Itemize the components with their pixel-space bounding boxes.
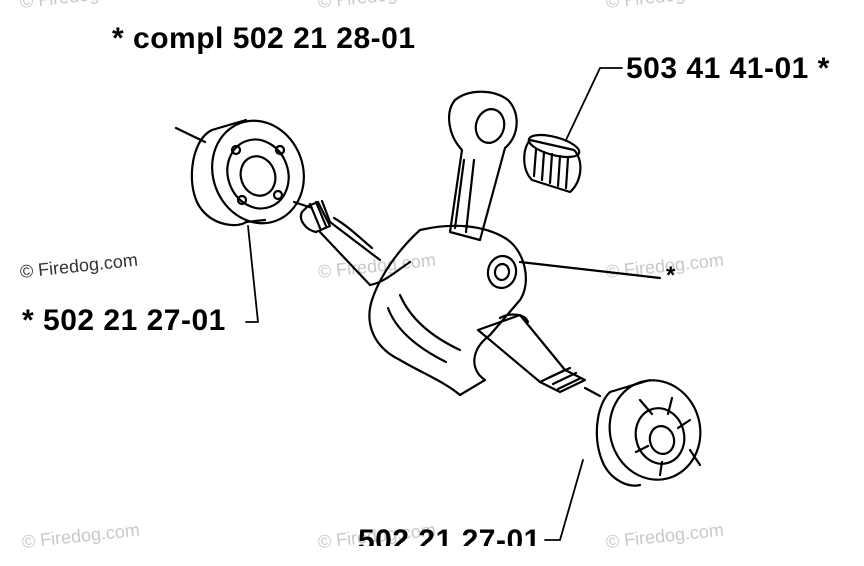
left-bearing-part-number: * 502 21 27-01 (22, 304, 226, 337)
crank-mark: * (666, 262, 676, 289)
needle-bearing (523, 133, 582, 194)
left-shaft (292, 199, 412, 287)
right-bearing-part-number: 502 21 27-01 (358, 524, 541, 557)
left-ball-bearing (174, 118, 305, 227)
right-shaft (476, 313, 602, 398)
needle-bearing-part-number: 503 41 41-01 * (626, 52, 830, 85)
connecting-rod (448, 90, 518, 242)
assembly-part-number: * compl 502 21 28-01 (112, 22, 416, 55)
crank-web (368, 224, 662, 397)
leader-lines (245, 67, 623, 541)
right-ball-bearing (595, 378, 702, 487)
